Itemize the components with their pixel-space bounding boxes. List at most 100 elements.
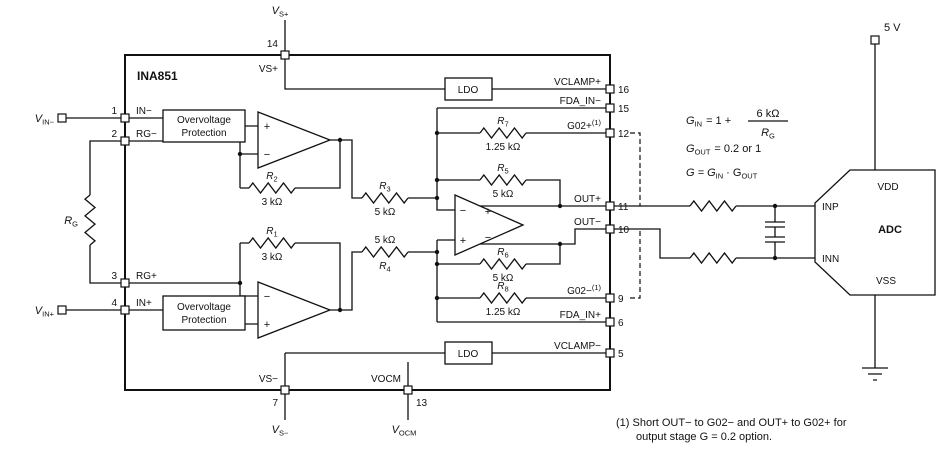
pin-13-name: VOCM xyxy=(371,374,401,385)
junction-dot xyxy=(557,241,563,247)
opamp-a1-minus-sign: − xyxy=(264,149,270,161)
supply-5v-terminal xyxy=(870,35,880,45)
rg-label: RG xyxy=(64,215,78,229)
r1-label: R1 xyxy=(266,226,277,239)
fda-in-plus-sign: + xyxy=(460,235,466,247)
resistor-rg xyxy=(83,194,97,246)
ovp-bottom-box xyxy=(162,295,246,331)
r7-label: R7 xyxy=(497,116,508,129)
r3-value: 5 kΩ xyxy=(375,207,396,218)
pin-3-number: 3 xyxy=(111,271,117,282)
r8-label: R8 xyxy=(497,281,508,294)
ldo-top-label: LDO xyxy=(458,85,479,96)
junction-dot xyxy=(434,195,440,201)
gain-fraction-denominator: RG xyxy=(761,127,775,141)
opamp-a2-minus-sign: − xyxy=(264,291,270,303)
pin-12-square xyxy=(605,128,615,138)
vs-minus-label: VS− xyxy=(272,424,289,438)
pin-4-number: 4 xyxy=(111,298,117,309)
opamp-a1 xyxy=(257,111,332,169)
gain-gout-equation: GOUT= 0.2 or 1 xyxy=(686,143,761,157)
junction-dot xyxy=(434,295,440,301)
fda-out-plus-sign: + xyxy=(485,206,491,218)
pin-2-name: RG− xyxy=(136,129,157,140)
pin-10-square xyxy=(605,224,615,234)
ldo-bottom-label: LDO xyxy=(458,349,479,360)
pin-3-square xyxy=(120,278,130,288)
resistor-r2 xyxy=(248,181,296,195)
fda-in-minus-sign: − xyxy=(460,205,466,217)
junction-dot xyxy=(237,151,243,157)
r6-value: 5 kΩ xyxy=(493,273,514,284)
adc-inn-label: INN xyxy=(822,254,839,265)
junction-dot xyxy=(237,280,243,286)
gain-total-equation: G = GIN· GOUT xyxy=(686,167,758,181)
fda-amplifier xyxy=(454,194,525,256)
pin-10-number: 10 xyxy=(618,225,630,236)
supply-5v-label: 5 V xyxy=(884,22,901,34)
pin-14-name: VS+ xyxy=(259,64,278,75)
adc-block xyxy=(814,169,936,296)
pin-16-number: 16 xyxy=(618,85,630,96)
wire-left-inputs xyxy=(66,117,258,325)
pin-5-name: VCLAMP− xyxy=(554,341,601,352)
r6-label: R6 xyxy=(497,247,508,260)
pin-1-number: 1 xyxy=(111,106,117,117)
resistor-r3 xyxy=(361,191,409,205)
ovp-top-box xyxy=(162,109,246,143)
pin-16-name: VCLAMP+ xyxy=(554,77,601,88)
pin-6-name: FDA_IN+ xyxy=(560,310,602,321)
ldo-bottom-box xyxy=(444,341,493,365)
junction-dot xyxy=(434,177,440,183)
r3-label: R3 xyxy=(379,181,390,194)
opamp-a2-plus-sign: + xyxy=(264,319,270,331)
pin-11-name: OUT+ xyxy=(574,194,601,205)
vs-plus-label: VS+ xyxy=(272,5,289,19)
pin-1-square xyxy=(120,113,130,123)
pin-9-square xyxy=(605,293,615,303)
pin-5-number: 5 xyxy=(618,349,624,360)
r5-label: R5 xyxy=(497,163,508,176)
pin-9-name: G02−(1) xyxy=(567,283,601,297)
junction-dot xyxy=(434,249,440,255)
pin-15-name: FDA_IN− xyxy=(560,96,602,107)
pin-7-number: 7 xyxy=(272,398,278,409)
pin-12-number: 12 xyxy=(618,129,630,140)
chip-label: INA851 xyxy=(137,69,178,83)
pin-2-number: 2 xyxy=(111,129,117,140)
vocm-label: VOCM xyxy=(392,424,417,438)
r1-value: 3 kΩ xyxy=(262,252,283,263)
wire-g02-optional-short xyxy=(630,132,641,299)
adc-inp-label: INP xyxy=(822,202,839,213)
junction-dot xyxy=(337,307,343,313)
pin-6-square xyxy=(605,317,615,327)
vin-minus-terminal xyxy=(57,113,67,123)
resistor-r8 xyxy=(479,291,527,305)
pin-15-number: 15 xyxy=(618,104,630,115)
r7-value: 1.25 kΩ xyxy=(486,142,521,153)
resistor-r6 xyxy=(479,257,527,271)
junction-dot xyxy=(557,203,563,209)
adc-vss-label: VSS xyxy=(876,276,896,287)
pin-6-number: 6 xyxy=(618,318,624,329)
junction-dot xyxy=(337,137,343,143)
r8-value: 1.25 kΩ xyxy=(486,307,521,318)
junction-dot xyxy=(434,261,440,267)
wire-supplies-ldo xyxy=(284,20,606,420)
fda-out-minus-sign: − xyxy=(485,232,491,244)
r4-value: 5 kΩ xyxy=(375,235,396,246)
resistor-r5 xyxy=(479,173,527,187)
pin-16-square xyxy=(605,84,615,94)
r2-label: R2 xyxy=(266,171,277,184)
vin-plus-terminal xyxy=(57,305,67,315)
pin-7-square xyxy=(280,385,290,395)
pin-15-square xyxy=(605,103,615,113)
vin-minus-label: VIN− xyxy=(35,113,55,127)
footnote-line1: (1) Short OUT− to G02− and OUT+ to G02+ … xyxy=(616,417,847,429)
pin-4-name: IN+ xyxy=(136,298,152,309)
ovp-top-line2: Protection xyxy=(181,128,226,139)
pin-3-name: RG+ xyxy=(136,271,157,282)
opamp-a1-plus-sign: + xyxy=(264,121,270,133)
pin-13-square xyxy=(403,385,413,395)
r4-label: R4 xyxy=(379,261,390,274)
